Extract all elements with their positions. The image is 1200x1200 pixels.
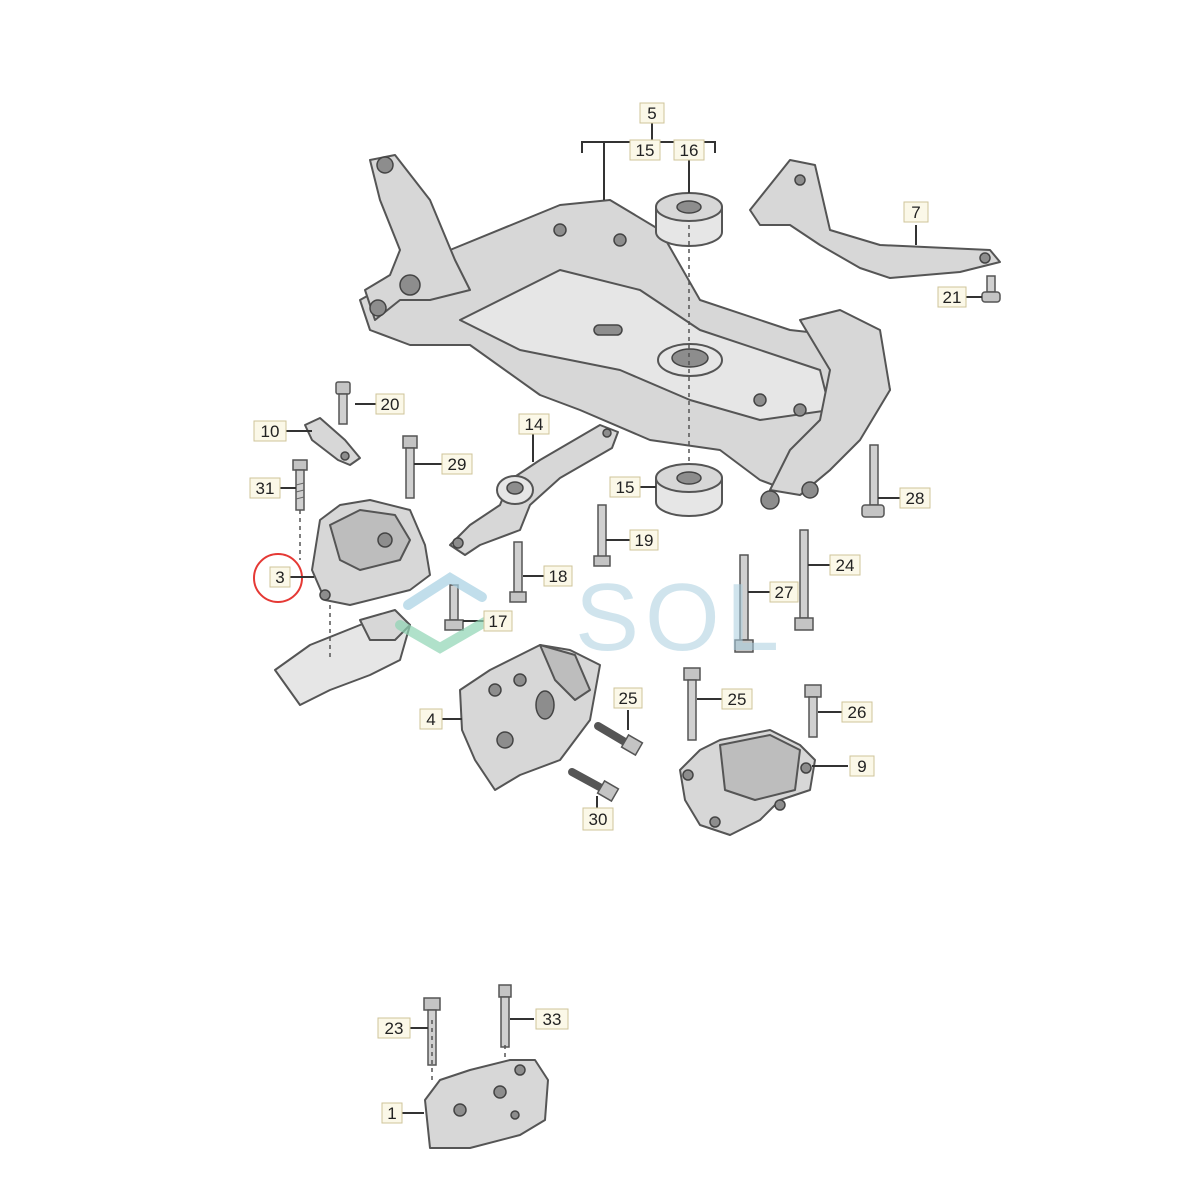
svg-text:21: 21 xyxy=(943,288,962,307)
bolt-icon xyxy=(292,275,1001,1066)
callout-3: 3 xyxy=(269,566,291,588)
engine-mount-icon xyxy=(311,499,431,606)
callout-23: 23 xyxy=(377,1017,411,1039)
callout-15-mid: 15 xyxy=(609,476,641,498)
svg-text:27: 27 xyxy=(775,583,794,602)
svg-text:31: 31 xyxy=(256,479,275,498)
callout-28: 28 xyxy=(899,487,931,509)
callout-31: 31 xyxy=(249,477,281,499)
callout-26: 26 xyxy=(841,701,873,723)
body-rail-icon xyxy=(274,609,411,706)
callout-10: 10 xyxy=(253,420,287,442)
callout-19: 19 xyxy=(629,529,659,551)
svg-text:5: 5 xyxy=(647,104,656,123)
callout-9: 9 xyxy=(849,755,875,777)
mount-bracket-icon xyxy=(304,417,361,466)
watermark: SOL xyxy=(395,564,785,671)
svg-text:4: 4 xyxy=(426,710,435,729)
svg-text:14: 14 xyxy=(525,415,544,434)
callout-4: 4 xyxy=(419,708,443,730)
svg-text:23: 23 xyxy=(385,1019,404,1038)
callout-25-right: 25 xyxy=(721,688,753,710)
svg-text:10: 10 xyxy=(261,422,280,441)
callout-33: 33 xyxy=(535,1008,569,1030)
callout-1: 1 xyxy=(381,1102,403,1124)
svg-text:20: 20 xyxy=(381,395,400,414)
bush-icon xyxy=(655,192,723,247)
svg-text:18: 18 xyxy=(549,567,568,586)
svg-text:15: 15 xyxy=(616,478,635,497)
callout-21: 21 xyxy=(937,286,967,308)
callout-24: 24 xyxy=(829,554,861,576)
gearbox-mount-icon xyxy=(679,729,816,836)
callout-29: 29 xyxy=(441,453,473,475)
svg-text:30: 30 xyxy=(589,810,608,829)
callout-25-left: 25 xyxy=(613,687,643,709)
svg-text:7: 7 xyxy=(911,203,920,222)
watermark-text: SOL xyxy=(575,564,785,671)
svg-text:28: 28 xyxy=(906,489,925,508)
alignment-lines xyxy=(299,225,690,1080)
svg-text:9: 9 xyxy=(857,757,866,776)
callout-15-top: 15 xyxy=(629,139,661,161)
bush-icon xyxy=(655,463,723,517)
callout-30: 30 xyxy=(582,807,614,831)
callout-27: 27 xyxy=(769,581,799,603)
gearbox-bracket-icon xyxy=(459,644,601,791)
callout-14: 14 xyxy=(518,413,550,435)
svg-text:17: 17 xyxy=(489,612,508,631)
callout-16: 16 xyxy=(673,139,705,161)
svg-text:25: 25 xyxy=(728,690,747,709)
leader-lines xyxy=(280,123,982,1114)
subframe-bracket-icon xyxy=(749,159,1001,279)
callout-5: 5 xyxy=(639,102,665,124)
svg-text:29: 29 xyxy=(448,455,467,474)
svg-text:25: 25 xyxy=(619,689,638,708)
callout-7: 7 xyxy=(903,201,929,223)
svg-text:3: 3 xyxy=(275,568,284,587)
gearbox-mount-lower-icon xyxy=(424,1059,549,1149)
svg-text:1: 1 xyxy=(387,1104,396,1123)
callout-20: 20 xyxy=(375,393,405,415)
svg-text:15: 15 xyxy=(636,141,655,160)
svg-text:33: 33 xyxy=(543,1010,562,1029)
subframe-icon xyxy=(359,154,891,510)
callout-18: 18 xyxy=(543,565,573,587)
svg-text:26: 26 xyxy=(848,703,867,722)
callout-17: 17 xyxy=(483,610,513,632)
svg-text:24: 24 xyxy=(836,556,855,575)
svg-text:19: 19 xyxy=(635,531,654,550)
svg-text:16: 16 xyxy=(680,141,699,160)
torque-arm-icon xyxy=(449,424,619,556)
